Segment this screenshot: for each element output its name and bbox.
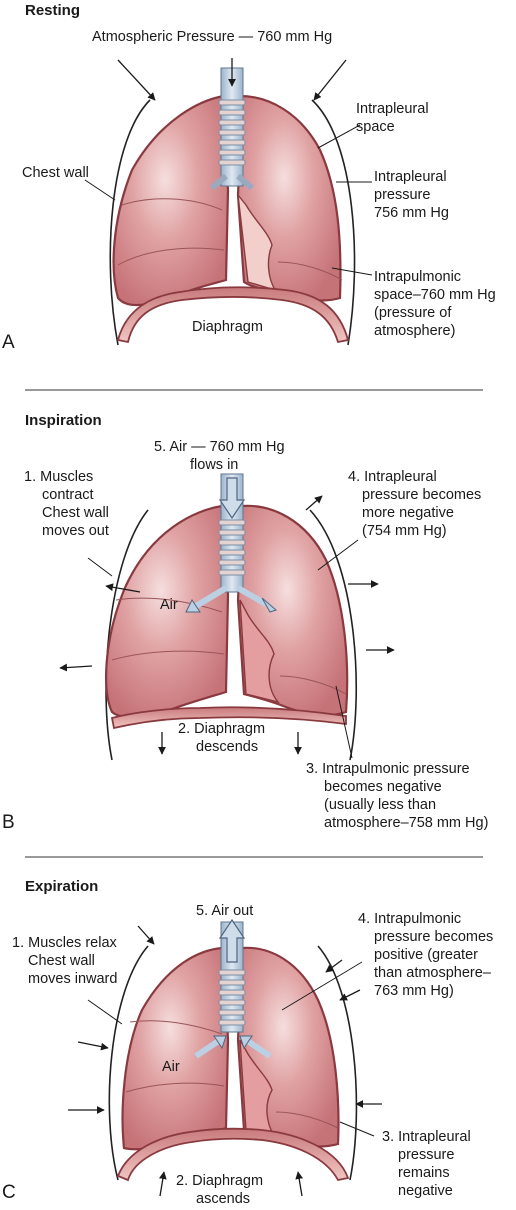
chest-wall-right xyxy=(311,99,356,346)
panel-letter: B xyxy=(2,812,15,833)
intrapleural-space-label-1: Intrapleural xyxy=(356,101,429,117)
diaphragm xyxy=(116,286,350,344)
pleural-gap xyxy=(239,599,280,704)
air-in-arrow xyxy=(218,477,246,520)
pleural-gap xyxy=(237,192,277,292)
intrapulmonic-label-3: (pressure of xyxy=(374,305,452,321)
diaphragm-label-2: descends xyxy=(196,739,259,755)
air-out-arrow xyxy=(218,918,246,963)
muscles-label-2: Chest wall xyxy=(28,953,95,969)
air-label: Air xyxy=(160,597,178,613)
chest-wall-left xyxy=(108,945,149,1181)
panel-heading: Resting xyxy=(25,2,81,19)
air-label: Air xyxy=(162,1059,180,1075)
air-right-arrow xyxy=(244,1037,272,1059)
intrapulmonic-label-1: Intrapulmonic xyxy=(374,269,462,285)
intrapulmonic-label-2: space–760 mm Hg xyxy=(374,287,496,303)
intrapleural-label-4: negative xyxy=(398,1183,453,1199)
intrapulmonic-label-2: becomes negative xyxy=(324,779,442,795)
intrapulmonic-label-3: positive (greater xyxy=(374,947,478,963)
muscles-label-1: 1. Muscles relax xyxy=(12,935,117,951)
left-lung xyxy=(112,94,230,307)
intrapulmonic-label-3: (usually less than xyxy=(324,797,437,813)
atmospheric-pressure-label: Atmospheric Pressure — 760 mm Hg xyxy=(92,29,333,45)
intrapleural-label-2: pressure becomes xyxy=(362,487,482,503)
air-in-label-2: flows in xyxy=(190,457,239,473)
intrapleural-label-2: pressure xyxy=(398,1147,455,1163)
intrapleural-label-3: more negative xyxy=(362,505,454,521)
air-right-arrow xyxy=(236,585,268,607)
diaphragm-label-1: 2. Diaphragm xyxy=(178,721,266,737)
diaphragm xyxy=(110,706,347,730)
intrapleural-label-4: (754 mm Hg) xyxy=(362,523,447,539)
intrapulmonic-label-4: atmosphere–758 mm Hg) xyxy=(324,815,489,831)
intrapleural-pressure-label-2: pressure xyxy=(374,187,431,203)
panel-heading: Inspiration xyxy=(25,412,102,429)
air-out-label: 5. Air out xyxy=(196,903,254,919)
muscles-label-1: 1. Muscles xyxy=(24,469,94,485)
intrapulmonic-label-1: 4. Intrapulmonic xyxy=(358,911,462,927)
air-left-arrow xyxy=(194,585,228,609)
panel-letter: A xyxy=(2,332,15,353)
intrapulmonic-label-2: pressure becomes xyxy=(374,929,494,945)
intrapulmonic-label-4: atmosphere) xyxy=(374,323,456,339)
diaphragm-label-1: 2. Diaphragm xyxy=(176,1173,264,1189)
muscles-label-4: moves out xyxy=(42,523,109,539)
intrapleural-label-3: remains xyxy=(398,1165,450,1181)
muscles-label-3: Chest wall xyxy=(42,505,109,521)
intrapleural-pressure-label-3: 756 mm Hg xyxy=(374,205,449,221)
air-in-label-1: 5. Air — 760 mm Hg xyxy=(154,439,285,455)
intrapleural-space-label-2: space xyxy=(356,119,395,135)
panel-c-graphic xyxy=(68,918,382,1197)
diaphragm-label: Diaphragm xyxy=(192,319,263,335)
panel-heading: Expiration xyxy=(25,878,99,895)
chest-wall-label: Chest wall xyxy=(22,165,89,181)
intrapulmonic-label-1: 3. Intrapulmonic pressure xyxy=(306,761,470,777)
panel-a-graphic xyxy=(84,58,373,346)
panel-b-graphic xyxy=(59,473,395,761)
intrapleural-pressure-label-1: Intrapleural xyxy=(374,169,447,185)
muscles-label-3: moves inward xyxy=(28,971,118,987)
muscles-label-2: contract xyxy=(42,487,94,503)
intrapulmonic-label-4: than atmosphere– xyxy=(374,965,491,981)
chest-wall-right xyxy=(309,509,358,761)
chest-wall-left xyxy=(105,509,149,761)
intrapleural-label-1: 3. Intrapleural xyxy=(382,1129,471,1145)
intrapulmonic-label-5: 763 mm Hg) xyxy=(374,983,454,999)
intrapleural-label-1: 4. Intrapleural xyxy=(348,469,437,485)
air-left-arrow xyxy=(194,1037,222,1059)
diaphragm xyxy=(116,1127,350,1182)
panel-letter: C xyxy=(2,1182,16,1203)
chest-wall-left xyxy=(109,99,151,346)
diaphragm-label-2: ascends xyxy=(196,1191,251,1207)
